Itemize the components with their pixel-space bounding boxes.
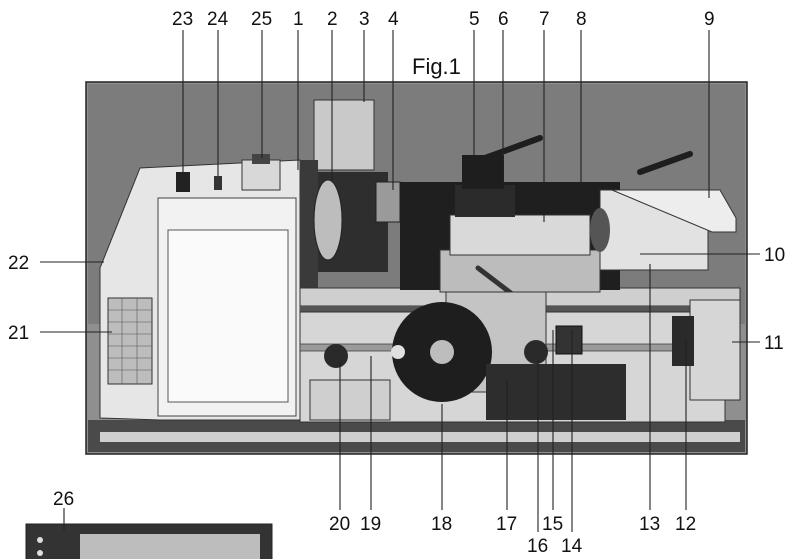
label-24: 24: [207, 9, 229, 30]
inset-highlight: [80, 534, 260, 559]
label-22: 22: [8, 253, 29, 274]
label-1: 1: [293, 9, 304, 30]
label-11: 11: [764, 333, 784, 354]
label-13: 13: [639, 514, 660, 535]
leader-lines-bottom: [63, 264, 687, 532]
tailstock-lock-handle: [637, 151, 693, 175]
handwheel-hub: [430, 340, 454, 364]
cross-slide: [449, 214, 591, 256]
label-9: 9: [704, 9, 715, 30]
label-20: 20: [329, 514, 350, 535]
gear-cover-panel: [167, 229, 289, 403]
label-3: 3: [359, 9, 370, 30]
carriage-saddle: [439, 249, 601, 293]
label-21: 21: [8, 323, 29, 344]
label-26: 26: [53, 489, 74, 510]
leader-lines-sides: [40, 253, 760, 343]
switch-housing: [241, 159, 281, 191]
speed-chart-grid: [108, 298, 152, 384]
leader-lines-top: [182, 30, 710, 222]
speed-chart-plate: [107, 297, 153, 385]
inset-dot-a: [37, 537, 43, 543]
spindle: [300, 160, 318, 290]
tool-post-handle: [482, 135, 543, 161]
label-8: 8: [576, 9, 587, 30]
label-23: 23: [172, 9, 193, 30]
leadscrew-handwheel: [672, 316, 694, 366]
label-17: 17: [496, 514, 517, 535]
figure-title: Fig.1: [412, 54, 461, 79]
right-end-housing: [689, 299, 741, 401]
label-4: 4: [388, 9, 399, 30]
label-16: 16: [527, 536, 548, 557]
half-nut-lever: [555, 325, 583, 355]
left-foot: [309, 379, 391, 421]
label-7: 7: [539, 9, 550, 30]
chuck-jaw: [375, 181, 401, 223]
compound-rest: [455, 185, 515, 217]
label-2: 2: [327, 9, 338, 30]
label-14: 14: [561, 536, 583, 557]
switch-b: [214, 176, 222, 190]
inset-dot-b: [37, 550, 43, 556]
label-15: 15: [542, 514, 563, 535]
chuck-face: [313, 179, 343, 261]
feed-knob: [324, 344, 348, 368]
switch-a: [176, 172, 190, 192]
apron-knob: [524, 340, 548, 364]
motor: [486, 364, 626, 420]
label-12: 12: [675, 514, 696, 535]
tool-post: [462, 155, 504, 189]
tailstock-ram: [590, 208, 610, 252]
tailstock-top: [611, 189, 737, 233]
label-5: 5: [469, 9, 480, 30]
label-10: 10: [764, 245, 785, 266]
label-6: 6: [498, 9, 509, 30]
label-19: 19: [360, 514, 381, 535]
chuck-guard: [313, 99, 375, 171]
label-18: 18: [431, 514, 452, 535]
switch-knob: [252, 154, 270, 164]
label-25: 25: [251, 9, 272, 30]
handwheel-grip: [391, 345, 405, 359]
bench-edge: [100, 432, 740, 442]
